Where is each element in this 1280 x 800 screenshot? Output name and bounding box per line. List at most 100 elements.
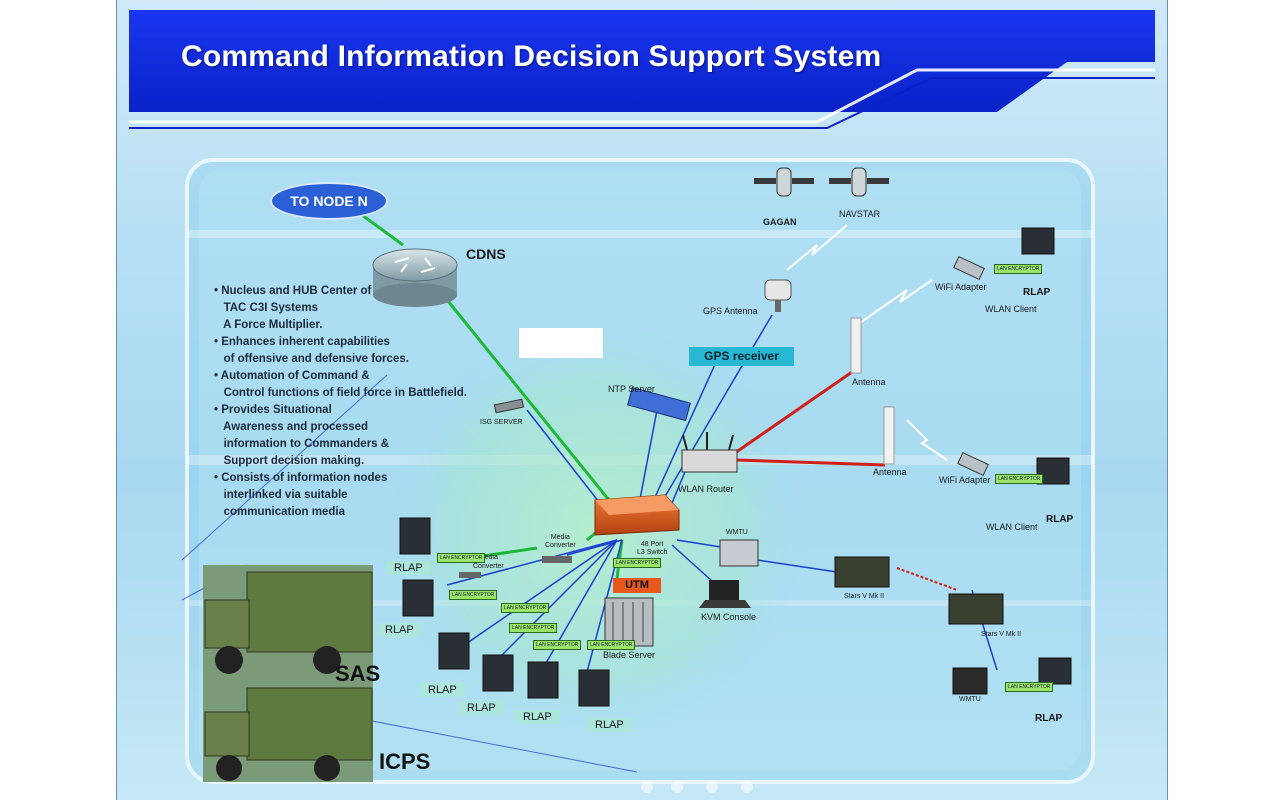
rlap-label: RLAP (1023, 287, 1051, 298)
bullet-line: TAC C3I Systems (214, 302, 318, 314)
blank-box (519, 328, 603, 358)
isg-server-label: ISG SERVER (480, 419, 523, 426)
laptop-icon (1036, 457, 1070, 485)
media-converter-2-label: Media Converter (545, 534, 576, 549)
antenna-1-icon (850, 317, 862, 374)
wifi-adapter-2-label: WiFi Adapter (939, 475, 991, 485)
header-swoosh (129, 68, 1155, 124)
slide-title: Command Information Decision Support Sys… (181, 40, 882, 73)
l3-switch-icon (594, 494, 680, 536)
slide: Command Information Decision Support Sys… (116, 0, 1168, 800)
rlap-label: RLAP (1046, 514, 1074, 525)
laptop-icon (482, 654, 514, 692)
navstar-label: NAVSTAR (839, 209, 881, 219)
wireless-bolts (786, 224, 948, 461)
wlan-router-icon (681, 432, 738, 473)
lan-encryptor-tag: LAN ENCRYPTOR (1005, 682, 1054, 692)
lan-encryptor-tag: LAN ENCRYPTOR (437, 553, 486, 563)
wmtu-1-icon (719, 539, 759, 567)
gps-receiver-box: GPS receiver (689, 347, 794, 366)
wmtu-1-label: WMTU (726, 529, 748, 536)
truck-icps-icon (203, 680, 373, 782)
rlap-label: RLAP (587, 718, 632, 732)
laptop-icon (402, 579, 434, 617)
header-band (129, 10, 1155, 112)
bullet-line: • Provides Situational (214, 404, 332, 416)
antenna-2-icon (883, 406, 895, 465)
lan-encryptor-tag: LAN ENCRYPTOR (587, 640, 636, 650)
stars-radio-2-icon (948, 593, 1004, 625)
rlap-label: RLAP (459, 701, 504, 715)
stars-1-label: Stars V Mk II (844, 593, 885, 600)
bullet-line: • Enhances inherent capabilities (214, 336, 390, 348)
wmtu-2-label: WMTU (959, 696, 981, 703)
bullet-line: A Force Multiplier. (214, 319, 323, 331)
wlan-client-2-label: WLAN Client (986, 522, 1038, 532)
bullet-line: communication media (214, 506, 345, 518)
satellite-navstar-icon (829, 167, 889, 197)
wlan-client-1-label: WLAN Client (985, 304, 1037, 314)
bullet-line: Awareness and processed (214, 421, 369, 433)
lan-encryptor-tag: LAN ENCRYPTOR (449, 590, 498, 600)
kvm-console-icon (699, 580, 751, 608)
lan-encryptor-tag: LAN ENCRYPTOR (533, 640, 582, 650)
laptop-icon (399, 517, 431, 555)
to-node-n-ellipse: TO NODE N (270, 182, 388, 220)
gps-antenna-icon (764, 279, 792, 312)
network-diagram (129, 10, 1155, 793)
laptop-icon (438, 632, 470, 670)
stars-2-label: Stars V Mk II (981, 631, 1022, 638)
bullet-line: Control functions of field force in Batt… (214, 387, 467, 399)
bullet-line: • Nucleus and HUB Center of (214, 285, 372, 297)
satellite-gagan-icon (754, 167, 814, 197)
laptop-icon (1038, 657, 1072, 685)
lan-encryptor-tag: LAN ENCRYPTOR (509, 623, 558, 633)
red-links (731, 370, 886, 467)
antenna-2-label: Antenna (873, 467, 907, 477)
stars-radio-1-icon (834, 556, 890, 588)
truck-sas-icon (203, 565, 373, 680)
bullet-line: of offensive and defensive forces. (214, 353, 409, 365)
wifi-adapter-2-icon (957, 451, 989, 477)
lan-encryptor-tag: LAN ENCRYPTOR (613, 558, 662, 568)
media-converter-2-icon (542, 556, 572, 563)
bullet-line: • Consists of information nodes (214, 472, 388, 484)
rlap-label: RLAP (386, 561, 431, 575)
isg-server-icon (493, 398, 525, 414)
lan-encryptor-tag: LAN ENCRYPTOR (994, 264, 1043, 274)
rlap-label: RLAP (420, 683, 465, 697)
bullet-line: Support decision making. (214, 455, 365, 467)
laptop-icon (1021, 227, 1055, 255)
laptop-icon (578, 669, 610, 707)
rlap-label: RLAP (515, 710, 560, 724)
blade-server-icon (604, 597, 654, 647)
sas-label: SAS (335, 661, 381, 686)
wifi-adapter-1-label: WiFi Adapter (935, 282, 987, 292)
rlap-label: RLAP (377, 623, 422, 637)
rlap-label: RLAP (1035, 713, 1063, 724)
bullet-line: • Automation of Command & (214, 370, 370, 382)
wifi-adapter-1-icon (953, 255, 985, 281)
ntp-server-label: NTP Server (608, 384, 655, 394)
wlan-router-label: WLAN Router (678, 484, 734, 494)
bullet-line: information to Commanders & (214, 438, 390, 450)
lan-encryptor-tag: LAN ENCRYPTOR (995, 474, 1044, 484)
lan-encryptor-tag: LAN ENCRYPTOR (501, 603, 550, 613)
bullet-line: interlinked via suitable (214, 489, 348, 501)
ntp-server-icon (627, 386, 691, 422)
media-converter-1-label: Media Converter (473, 554, 504, 570)
utm-box: UTM (613, 578, 661, 593)
gps-antenna-label: GPS Antenna (703, 306, 758, 316)
icps-label: ICPS (379, 749, 431, 774)
laptop-icon (527, 661, 559, 699)
gagan-label: GAGAN (763, 217, 797, 227)
kvm-console-label: KVM Console (701, 612, 757, 622)
cdns-router-icon (372, 248, 458, 307)
wmtu-2-icon (952, 667, 988, 695)
cdns-label: CDNS (466, 246, 506, 262)
antenna-1-label: Antenna (852, 377, 886, 387)
switch-label: 48 Port L3 Switch (637, 541, 668, 556)
media-converter-1-icon (459, 572, 481, 578)
feature-bullets: • Nucleus and HUB Center of TAC C3I Syst… (214, 283, 474, 521)
blade-server-label: Blade Server (603, 650, 656, 660)
